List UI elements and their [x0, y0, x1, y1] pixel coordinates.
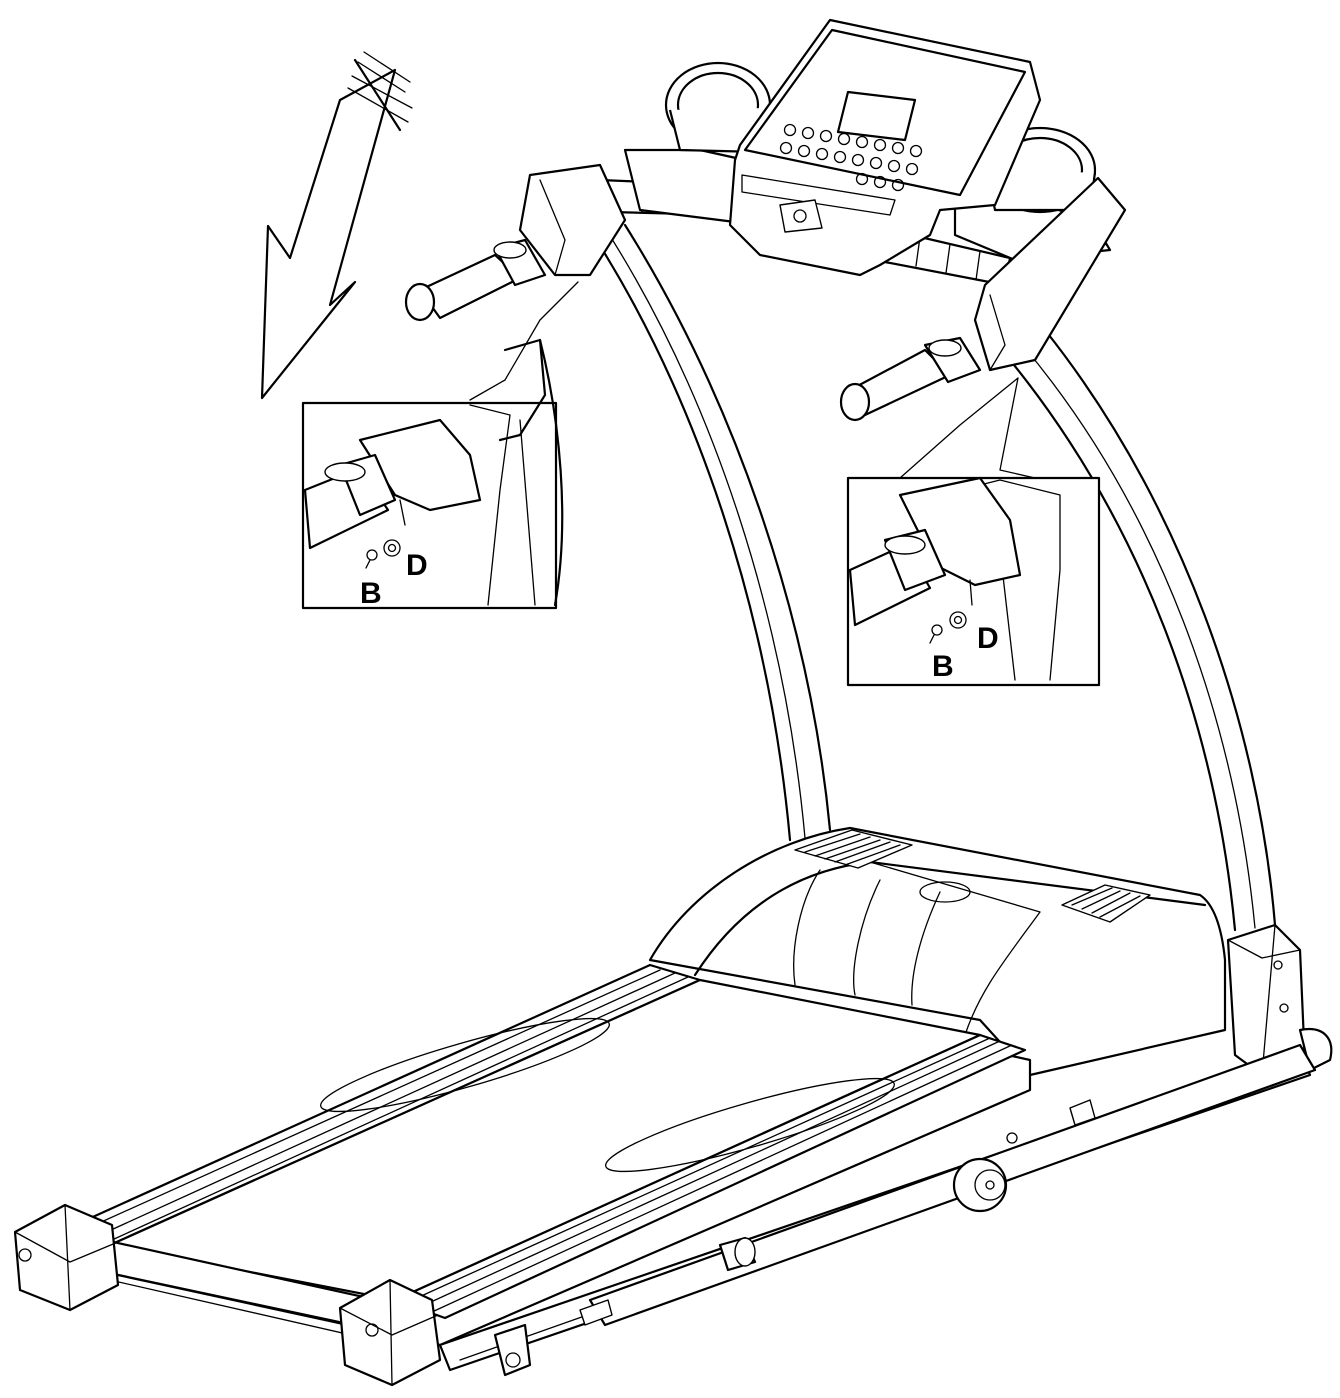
right-washer-label: D [977, 622, 999, 655]
right-handlebar [839, 176, 1127, 422]
left-upright-post [588, 223, 832, 842]
arrow-down-left-icon [260, 51, 413, 400]
right-upright-post [1008, 328, 1277, 932]
console-buttons [779, 123, 923, 192]
left-washer-label: D [406, 549, 428, 582]
rear-end-caps [13, 1203, 442, 1387]
left-screw-label: B [360, 577, 382, 610]
left-detail-callout: B D [301, 338, 564, 610]
right-detail-callout: B D [846, 476, 1101, 687]
left-handlebar [404, 163, 627, 322]
hood-vents [794, 829, 1151, 923]
right-screw-label: B [932, 650, 954, 683]
motor-hood [648, 826, 1227, 1077]
right-leader-line [899, 377, 1036, 479]
left-leader-line [469, 281, 579, 401]
front-base [493, 923, 1333, 1377]
